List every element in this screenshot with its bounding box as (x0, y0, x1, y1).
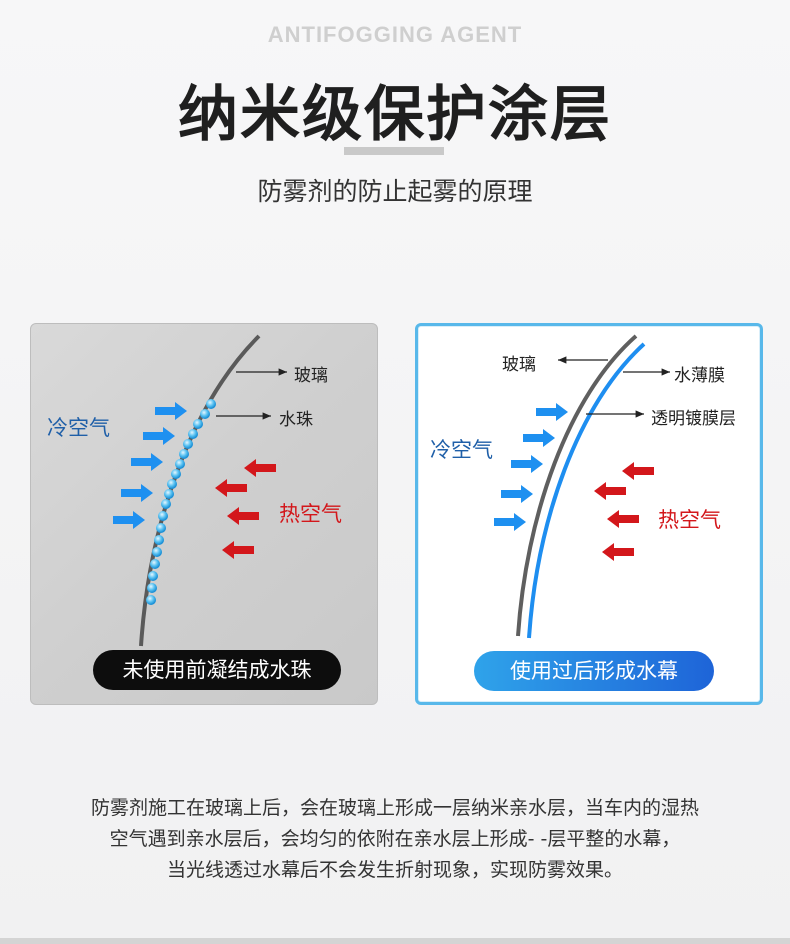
label-cold-air: 冷空气 (47, 416, 110, 440)
hot-arrows (594, 462, 654, 561)
cold-arrows (494, 403, 568, 531)
cold-arrow (121, 484, 153, 502)
droplet (188, 429, 198, 439)
before-diagram (113, 334, 287, 647)
page-subtitle: 防雾剂的防止起雾的原理 (257, 177, 533, 206)
hot-arrow (227, 507, 259, 525)
droplet (156, 523, 166, 533)
droplet (200, 409, 210, 419)
droplet (152, 547, 162, 557)
label-cold-air: 冷空气 (430, 438, 493, 462)
droplet (150, 559, 160, 569)
cold-arrow (143, 427, 175, 445)
droplet (167, 479, 177, 489)
droplet (148, 571, 158, 581)
hot-arrow (607, 510, 639, 528)
cold-arrow (511, 455, 543, 473)
droplet (161, 499, 171, 509)
droplet (158, 511, 168, 521)
description-line: 当光线透过水幕后不会发生折射现象，实现防雾效果。 (166, 859, 623, 881)
droplet (179, 449, 189, 459)
label-hot-air: 热空气 (279, 502, 342, 526)
hot-arrow (622, 462, 654, 480)
droplet (147, 583, 157, 593)
before-caption: 未使用前凝结成水珠 (93, 650, 341, 690)
label-droplets: 水珠 (279, 410, 313, 430)
hot-arrow (244, 459, 276, 477)
cold-arrow (536, 403, 568, 421)
droplet (164, 489, 174, 499)
glass-line (516, 334, 638, 637)
hot-arrows (215, 459, 276, 559)
title-underline (344, 147, 444, 155)
eyebrow-text: ANTIFOGGING AGENT (267, 22, 523, 47)
droplet (206, 399, 216, 409)
label-glass: 玻璃 (502, 355, 536, 375)
droplet (193, 419, 203, 429)
droplet (146, 595, 156, 605)
bottom-strip (0, 938, 790, 944)
droplet (175, 459, 185, 469)
label-hot-air: 热空气 (658, 508, 721, 532)
hot-arrow (594, 482, 626, 500)
droplet-group (146, 399, 216, 605)
after-diagram (494, 334, 670, 639)
after-caption: 使用过后形成水幕 (474, 651, 714, 691)
label-water-film: 水薄膜 (674, 366, 725, 386)
hot-arrow (215, 479, 247, 497)
cold-arrow (494, 513, 526, 531)
label-glass: 玻璃 (294, 366, 328, 386)
page-title: 纳米级保护涂层 (178, 80, 612, 150)
droplet (183, 439, 193, 449)
hot-arrow (602, 543, 634, 561)
cold-arrow (113, 511, 145, 529)
cold-arrow (131, 453, 163, 471)
description-line: 防雾剂施工在玻璃上后，会在玻璃上形成一层纳米亲水层，当车内的湿热 (90, 797, 699, 819)
cold-arrow (523, 429, 555, 447)
description-line: 空气遇到亲水层后，会均匀的依附在亲水层上形成- -层平整的水幕， (109, 828, 681, 850)
hot-arrow (222, 541, 254, 559)
label-coating: 透明镀膜层 (651, 409, 736, 429)
after-panel: 玻璃 水薄膜 透明镀膜层 冷空气 热空气 使用过后形成水幕 (415, 323, 763, 705)
cold-arrow (155, 402, 187, 420)
coating-line (527, 342, 646, 639)
before-panel: 玻璃 水珠 冷空气 热空气 未使用前凝结成水珠 (30, 323, 378, 705)
cold-arrow (501, 485, 533, 503)
description: 防雾剂施工在玻璃上后，会在玻璃上形成一层纳米亲水层，当车内的湿热 空气遇到亲水层… (0, 793, 790, 886)
cold-arrows (113, 402, 187, 529)
droplet (154, 535, 164, 545)
droplet (171, 469, 181, 479)
